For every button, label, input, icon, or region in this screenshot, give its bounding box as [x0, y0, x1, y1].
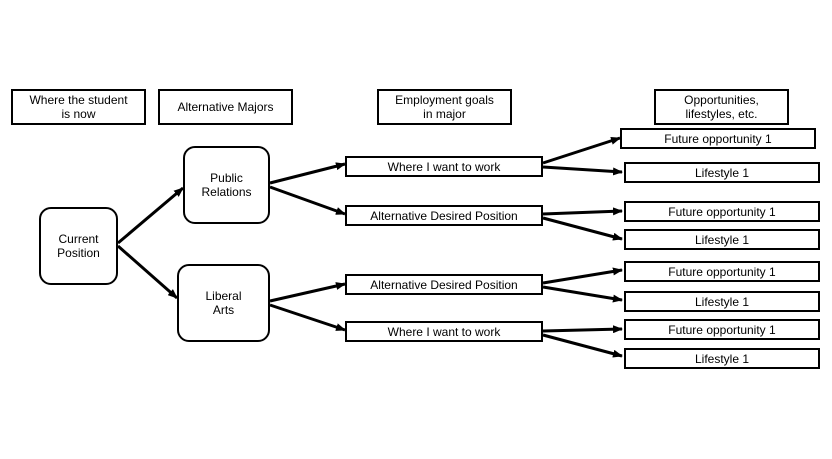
arrow-current-to-liberal-arts	[117, 244, 178, 300]
arrow-goal-3-to-outcome-6	[542, 285, 623, 303]
node-current-position: Current Position	[39, 207, 118, 285]
goal-la-alternative-position: Alternative Desired Position	[345, 274, 543, 295]
goal-pr-where-i-want-to-work: Where I want to work	[345, 156, 543, 177]
arrow-goal-3-to-outcome-5	[542, 267, 623, 285]
arrow-goal-2-to-outcome-3	[542, 207, 623, 216]
header-majors: Alternative Majors	[158, 89, 293, 125]
outcome-future-opportunity: Future opportunity 1	[620, 128, 816, 149]
arrow-la-to-goal-2	[269, 303, 346, 332]
arrow-current-to-public-relations	[117, 186, 184, 245]
header-opportunities: Opportunities, lifestyles, etc.	[654, 89, 789, 125]
node-public-relations: Public Relations	[183, 146, 270, 224]
arrow-la-to-goal-1	[269, 282, 346, 303]
arrow-pr-to-goal-1	[269, 162, 346, 185]
outcome-future-opportunity: Future opportunity 1	[624, 261, 820, 282]
outcome-future-opportunity: Future opportunity 1	[624, 201, 820, 222]
goal-pr-alternative-position: Alternative Desired Position	[345, 205, 543, 226]
outcome-lifestyle: Lifestyle 1	[624, 348, 820, 369]
header-goals: Employment goals in major	[377, 89, 512, 125]
goal-la-where-i-want-to-work: Where I want to work	[345, 321, 543, 342]
outcome-lifestyle: Lifestyle 1	[624, 162, 820, 183]
arrow-pr-to-goal-2	[269, 185, 346, 216]
arrow-goal-1-to-outcome-1	[542, 136, 621, 165]
outcome-future-opportunity: Future opportunity 1	[624, 319, 820, 340]
header-student: Where the student is now	[11, 89, 146, 125]
arrow-goal-1-to-outcome-2	[542, 165, 623, 176]
outcome-lifestyle: Lifestyle 1	[624, 291, 820, 312]
node-liberal-arts: Liberal Arts	[177, 264, 270, 342]
arrow-goal-2-to-outcome-4	[542, 216, 623, 241]
arrow-goal-4-to-outcome-7	[542, 325, 623, 334]
outcome-lifestyle: Lifestyle 1	[624, 229, 820, 250]
arrow-goal-4-to-outcome-8	[542, 333, 623, 358]
